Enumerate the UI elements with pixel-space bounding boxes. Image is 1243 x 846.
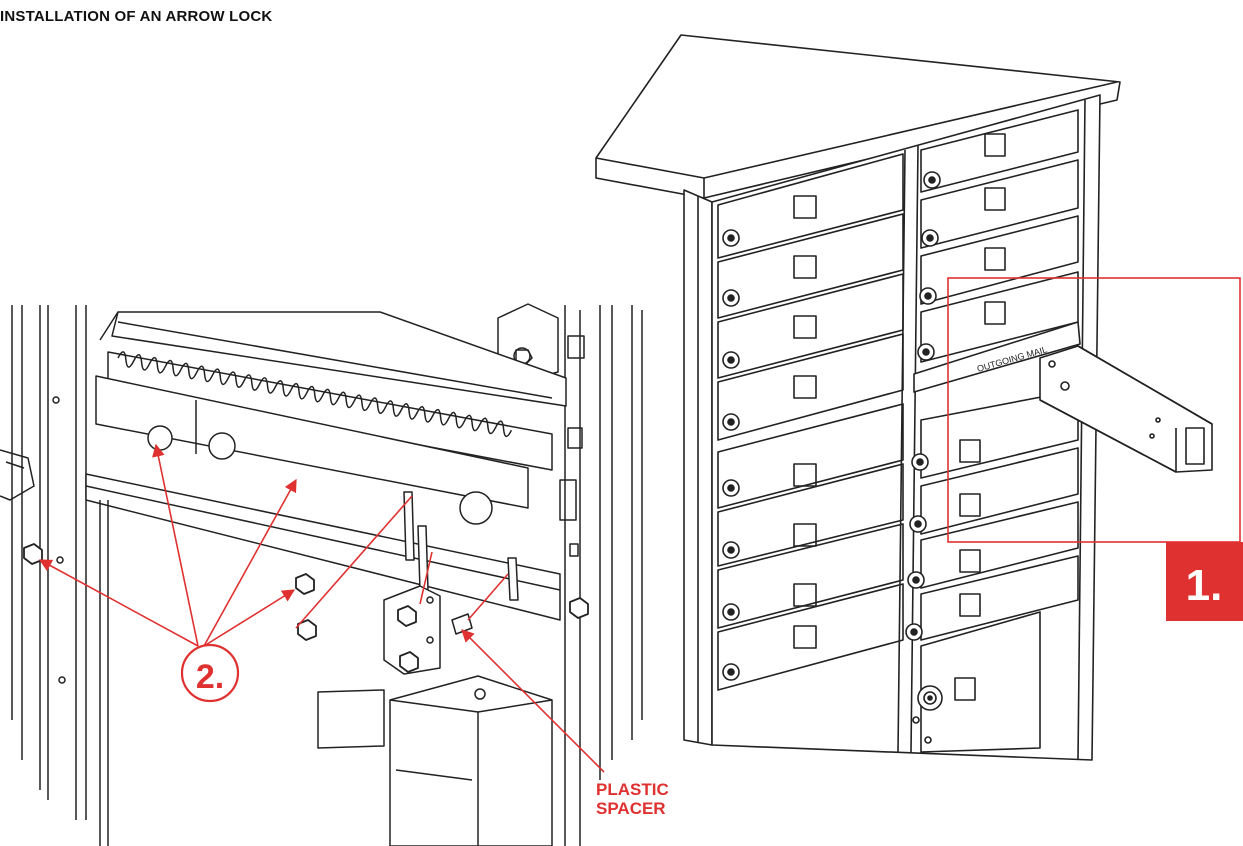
- lock-mounting-plate: [95, 375, 529, 509]
- upper-frame: [111, 311, 567, 407]
- step1-highlight-box: [947, 277, 1241, 543]
- step1-badge: [1166, 542, 1243, 621]
- left-rails: [0, 305, 87, 820]
- lower-rail: [85, 473, 561, 621]
- step1-label: 1.: [1186, 561, 1223, 610]
- lock-cover-box: [317, 675, 553, 846]
- step2-label: 2.: [196, 658, 224, 696]
- left-door-column: [717, 153, 904, 691]
- red-leaders: [38, 443, 605, 773]
- nuts: [23, 543, 589, 641]
- plastic-spacer-callout: PLASTIC SPACER: [596, 780, 669, 818]
- cabinet-top: [595, 34, 1121, 199]
- mailbox-cabinet: [595, 34, 1213, 761]
- diagram-title: INSTALLATION OF AN ARROW LOCK: [0, 8, 273, 25]
- callout-line-1: PLASTIC: [596, 780, 669, 799]
- spacer-bracket: [383, 585, 441, 675]
- right-door-locks: [905, 171, 943, 744]
- plastic-spacer: [451, 613, 473, 635]
- comb-bar: [107, 351, 553, 471]
- detail-view: [0, 303, 643, 846]
- callout-line-2: SPACER: [596, 799, 666, 818]
- studs: [403, 491, 579, 601]
- outgoing-mail-tray: [913, 321, 1213, 473]
- left-door-locks: [722, 229, 740, 681]
- step2-circle: [180, 643, 240, 703]
